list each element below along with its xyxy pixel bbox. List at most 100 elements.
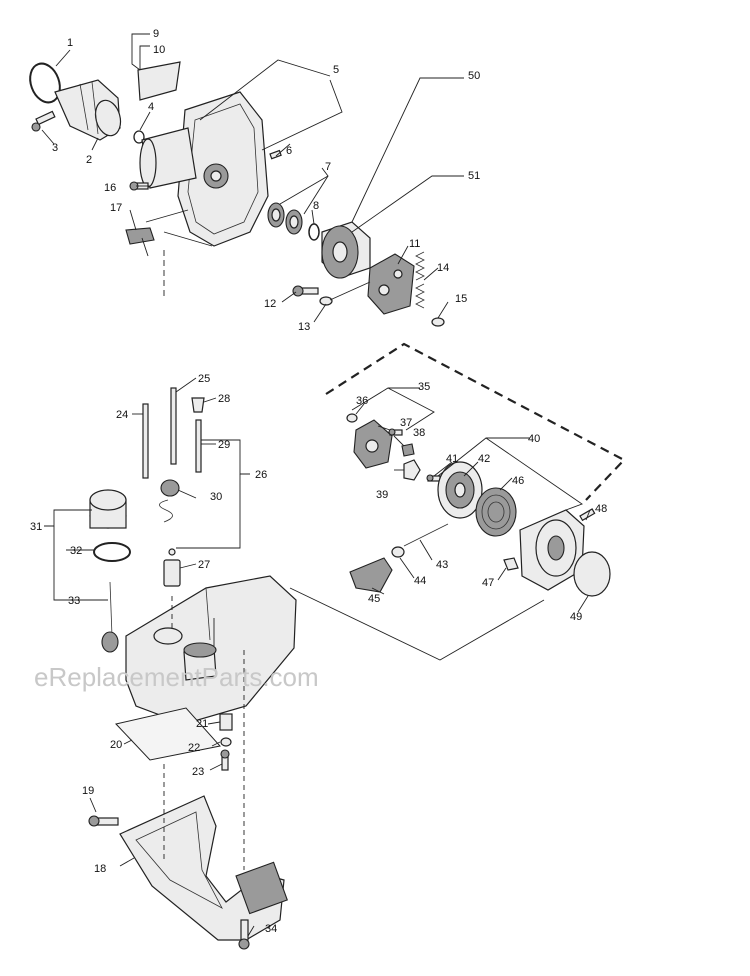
part-35-pawl-plate[interactable]: [353, 419, 393, 469]
callout-51: 51: [468, 170, 480, 182]
callout-3: 3: [52, 142, 58, 154]
part-29-fuel-line[interactable]: [195, 419, 202, 473]
part-5-gear-case[interactable]: [139, 91, 269, 247]
callout-38: 38: [413, 427, 425, 439]
part-13-washer[interactable]: [319, 296, 333, 306]
part-49-plate[interactable]: [573, 551, 611, 597]
callout-50: 50: [468, 70, 480, 82]
callout-35: 35: [418, 381, 430, 393]
callout-27: 27: [198, 559, 210, 571]
callout-45: 45: [368, 593, 380, 605]
callout-41: 41: [446, 453, 458, 465]
part-46-recoil-spring[interactable]: [475, 487, 517, 537]
callout-40: 40: [528, 433, 540, 445]
callout-8: 8: [313, 200, 319, 212]
callout-1: 1: [67, 37, 73, 49]
callout-labels: 1 2 3 4 5 6 7 8 9 10 11 12 13 14 15 16 1…: [30, 28, 607, 935]
part-33-strap[interactable]: [101, 581, 119, 653]
callout-4: 4: [148, 101, 154, 113]
callout-46: 46: [512, 475, 524, 487]
starter-dashed-outline: [325, 342, 626, 501]
part-2-coupling[interactable]: [54, 79, 124, 141]
part-20-plate[interactable]: [115, 707, 221, 761]
part-9-10-plate[interactable]: [137, 61, 181, 101]
part-14-spring[interactable]: [415, 251, 425, 309]
starter-leader-lines: [289, 387, 591, 661]
part-3-bolt[interactable]: [31, 110, 56, 132]
part-43-rope[interactable]: [403, 523, 449, 547]
fuel-tank[interactable]: [125, 575, 297, 725]
callout-6: 6: [286, 145, 292, 157]
top-leader-lines: [41, 33, 464, 323]
callout-43: 43: [436, 559, 448, 571]
part-4-washer[interactable]: [133, 130, 145, 144]
middle-leader-lines: [44, 377, 255, 937]
callout-25: 25: [198, 373, 210, 385]
part-39-nut[interactable]: [403, 459, 421, 481]
part-12-bolt[interactable]: [292, 285, 319, 297]
callout-28: 28: [218, 393, 230, 405]
callout-20: 20: [110, 739, 122, 751]
part-6-pin[interactable]: [269, 149, 282, 160]
part-30-filter[interactable]: [159, 479, 180, 523]
part-32-gasket[interactable]: [93, 542, 131, 562]
callout-16: 16: [104, 182, 116, 194]
callout-32: 32: [70, 545, 82, 557]
callout-7: 7: [325, 161, 331, 173]
part-42-pulley[interactable]: [437, 461, 483, 519]
part-1-oring[interactable]: [25, 59, 65, 106]
part-24-fuel-line[interactable]: [142, 403, 149, 479]
callout-29: 29: [218, 439, 230, 451]
part-11-clutch[interactable]: [367, 253, 415, 315]
part-25-fuel-line[interactable]: [170, 387, 177, 465]
callout-37: 37: [400, 417, 412, 429]
part-45-handle[interactable]: [349, 557, 393, 593]
callout-12: 12: [264, 298, 276, 310]
part-44-grommet[interactable]: [391, 546, 405, 558]
callout-42: 42: [478, 453, 490, 465]
part-28-cap[interactable]: [191, 397, 205, 413]
callout-19: 19: [82, 785, 94, 797]
part-27-grommet[interactable]: [163, 548, 181, 587]
part-8-snap-ring[interactable]: [308, 223, 320, 241]
part-22-washer[interactable]: [220, 737, 232, 747]
callout-9: 9: [153, 28, 159, 40]
part-17-knob[interactable]: [125, 227, 155, 245]
callout-48: 48: [595, 503, 607, 515]
part-15-washer[interactable]: [431, 317, 445, 327]
part-21-bush[interactable]: [219, 713, 233, 731]
watermark: eReplacementParts.com: [34, 662, 319, 692]
callout-23: 23: [192, 766, 204, 778]
part-37-screw[interactable]: [388, 428, 403, 436]
callout-21: 21: [196, 718, 208, 730]
callout-13: 13: [298, 321, 310, 333]
callout-33: 33: [68, 595, 80, 607]
callout-14: 14: [437, 262, 449, 274]
callout-39: 39: [376, 489, 388, 501]
part-48-screw[interactable]: [579, 508, 596, 522]
part-18-bracket[interactable]: [119, 795, 288, 941]
part-47-nut[interactable]: [503, 557, 519, 571]
callout-34: 34: [265, 923, 277, 935]
part-38-spring[interactable]: [401, 443, 415, 457]
part-31-tank-cap[interactable]: [89, 489, 127, 529]
part-7-bearing[interactable]: [267, 202, 303, 235]
callout-31: 31: [30, 521, 42, 533]
callout-18: 18: [94, 863, 106, 875]
callout-47: 47: [482, 577, 494, 589]
callout-10: 10: [153, 44, 165, 56]
part-19-bolt[interactable]: [88, 815, 119, 827]
part-23-screw[interactable]: [220, 749, 230, 771]
callout-22: 22: [188, 742, 200, 754]
callout-24: 24: [116, 409, 128, 421]
callout-26: 26: [255, 469, 267, 481]
callout-5: 5: [333, 64, 339, 76]
callout-2: 2: [86, 154, 92, 166]
callout-15: 15: [455, 293, 467, 305]
part-36-pin[interactable]: [346, 413, 358, 423]
callout-44: 44: [414, 575, 426, 587]
part-50-clutch-drum[interactable]: [321, 221, 371, 279]
callout-36: 36: [356, 395, 368, 407]
part-34-screw[interactable]: [238, 919, 250, 950]
